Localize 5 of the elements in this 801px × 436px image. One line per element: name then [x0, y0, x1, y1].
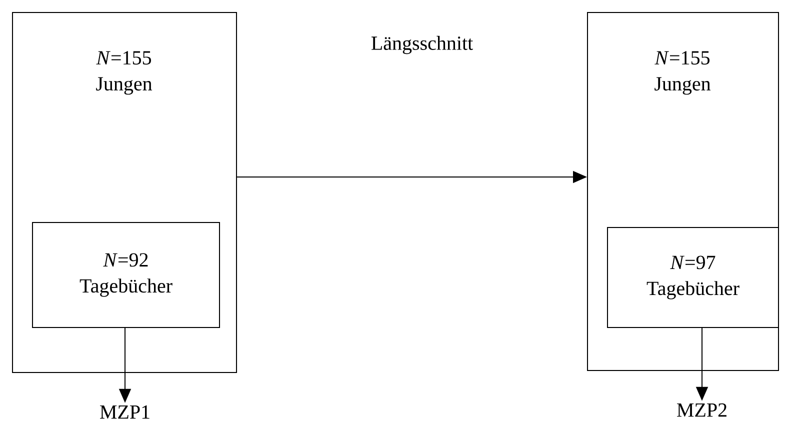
count-box: N=92 Tagebücher	[32, 222, 220, 328]
time-point-label: MZP1	[100, 405, 150, 419]
study-label: Längsschnitt	[371, 36, 473, 54]
time-point-label: MZP2	[677, 403, 726, 417]
count-box: N=97 Tagebücher	[607, 227, 779, 328]
